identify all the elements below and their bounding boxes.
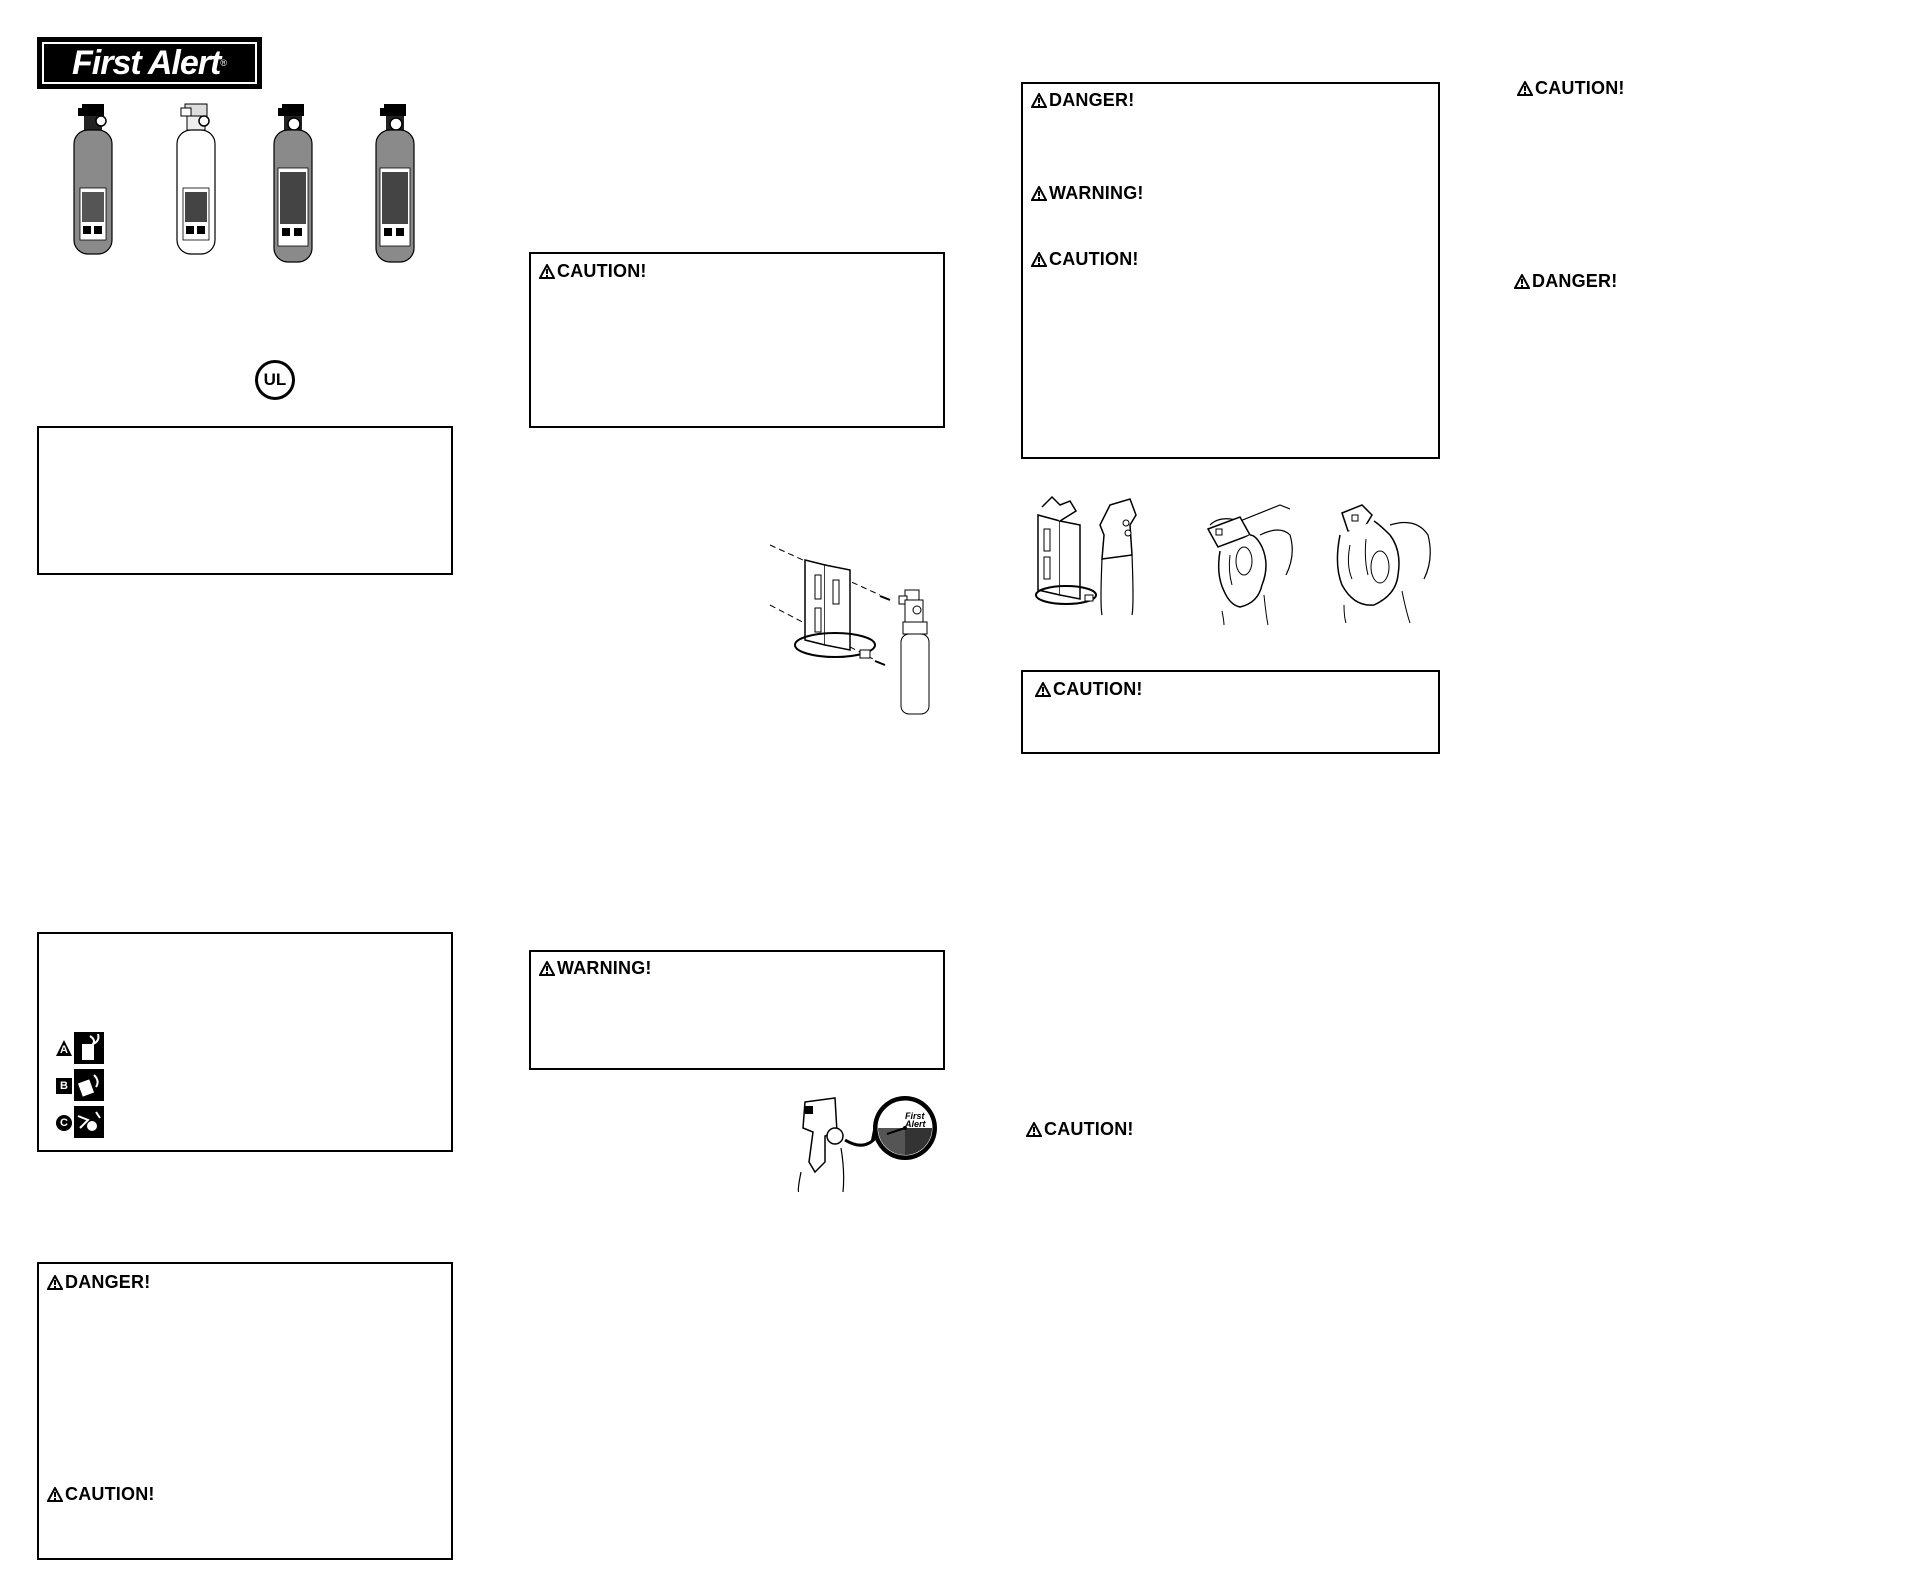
caution-box-2: CAUTION! [529, 252, 945, 428]
warning-triangle-icon [1031, 93, 1047, 108]
class-c-badge: C [56, 1115, 72, 1131]
danger-warning-caution-box: DANGER! WARNING! CAUTION! [1021, 82, 1440, 459]
warning-triangle-icon [539, 961, 555, 976]
warning-triangle-icon [1514, 274, 1530, 289]
squeeze-handle-hand-image [1336, 504, 1431, 624]
warning-heading-3: WARNING! [1031, 183, 1144, 204]
pressure-gauge-check-image [797, 1096, 937, 1192]
warning-triangle-icon [1035, 682, 1051, 697]
pull-pin-hand-image [1206, 504, 1293, 625]
ul-certification-mark: UL [255, 360, 295, 400]
extinguisher-gray-2 [273, 104, 313, 263]
warning-box-2: WARNING! [529, 950, 945, 1070]
info-box-1 [37, 426, 453, 575]
liquid-fire-icon [74, 1069, 104, 1101]
warning-heading-2: WARNING! [539, 958, 652, 979]
caution-heading-5: CAUTION! [1026, 1119, 1134, 1140]
trash-fire-icon [74, 1032, 104, 1064]
fire-classes-box: A B C [37, 932, 453, 1152]
extinguisher-white [176, 103, 216, 255]
electrical-fire-icon [74, 1106, 104, 1138]
extinguisher-gray-3 [375, 104, 415, 263]
warning-triangle-icon [1031, 252, 1047, 267]
wall-bracket-mounting-image [769, 544, 930, 715]
caution-heading-6: CAUTION! [1517, 78, 1625, 99]
danger-heading-4: DANGER! [1514, 271, 1617, 292]
class-a-badge: A [56, 1040, 72, 1056]
warning-triangle-icon [1517, 81, 1533, 96]
danger-heading-3: DANGER! [1031, 90, 1134, 111]
extinguisher-lineup-image [73, 103, 415, 263]
registered-mark: ® [220, 58, 227, 68]
caution-box-3: CAUTION! [1021, 670, 1440, 754]
extinguisher-gray-1 [73, 104, 113, 255]
caution-heading-4: CAUTION! [1035, 679, 1143, 700]
danger-caution-box: DANGER! CAUTION! [37, 1262, 453, 1560]
caution-heading-1: CAUTION! [47, 1484, 155, 1505]
brand-name: First Alert [72, 43, 221, 82]
remove-from-bracket-image [1035, 495, 1137, 616]
warning-triangle-icon [47, 1275, 63, 1290]
warning-triangle-icon [47, 1487, 63, 1502]
danger-heading-1: DANGER! [47, 1272, 150, 1293]
caution-heading-2: CAUTION! [539, 261, 647, 282]
brand-logo: First Alert® [37, 37, 262, 89]
warning-triangle-icon [539, 264, 555, 279]
warning-triangle-icon [1026, 1122, 1042, 1137]
caution-heading-3: CAUTION! [1031, 249, 1139, 270]
class-b-badge: B [56, 1078, 72, 1094]
warning-triangle-icon [1031, 186, 1047, 201]
